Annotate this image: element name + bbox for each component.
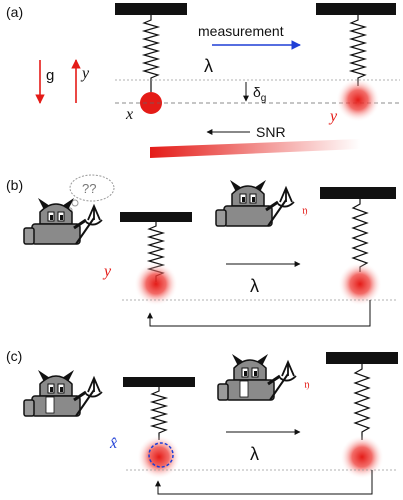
support-bar-b-right (320, 187, 396, 199)
support-bar-a-left (115, 3, 187, 15)
panel-a-label: (a) (6, 4, 23, 20)
robot-c-right-tie (239, 380, 249, 398)
feedback-loop-c (155, 470, 373, 495)
y-label-b: y (102, 263, 112, 280)
mass-y-label: y (328, 108, 338, 125)
mass-y-fuzzy (336, 78, 380, 122)
mass-c-right (340, 435, 384, 479)
robot-c-left-tie (45, 396, 55, 414)
thought-bubble (69, 174, 115, 202)
mass-b-left (134, 262, 178, 306)
lambda-a: λ (204, 56, 213, 76)
demon-robot-c-right (216, 352, 298, 402)
demon-robot-b-right (214, 178, 296, 228)
gravity-label: g (46, 67, 54, 84)
spring-c-left (149, 387, 169, 440)
y-axis-label: y (80, 65, 90, 82)
estimate-circle (148, 442, 174, 468)
spring-a-right (348, 15, 368, 86)
lambda-b: λ (250, 276, 259, 296)
panel-b-label: (b) (6, 177, 23, 193)
delta-g-label: δg (253, 84, 266, 104)
thought-text: ?? (82, 181, 96, 196)
measurement-label: measurement (198, 23, 284, 39)
support-bar-c-left (123, 377, 195, 387)
thought-dot-1 (71, 199, 79, 207)
spring-b-right (351, 199, 369, 272)
mass-x-label: x (125, 106, 133, 123)
feedback-loop-b (147, 300, 371, 327)
demon-robot-c-left (22, 368, 104, 418)
panel-c-label: (c) (6, 348, 22, 364)
support-bar-b-left (120, 212, 192, 222)
demon-mark-b: 𝔶 (302, 203, 308, 217)
demon-robot-b-left (22, 196, 104, 246)
support-bar-a-right (316, 3, 396, 15)
snr-wedge (150, 139, 360, 158)
support-bar-c-right (326, 352, 398, 364)
spring-a-left (141, 15, 161, 92)
mass-c-left (137, 435, 181, 479)
demon-mark-c: 𝔶 (304, 377, 310, 391)
snr-label: SNR (256, 124, 286, 140)
mass-b-right (338, 262, 382, 306)
lambda-c: λ (250, 444, 259, 464)
spring-c-right (353, 364, 371, 440)
x-hat-label: x̂ (109, 435, 117, 452)
